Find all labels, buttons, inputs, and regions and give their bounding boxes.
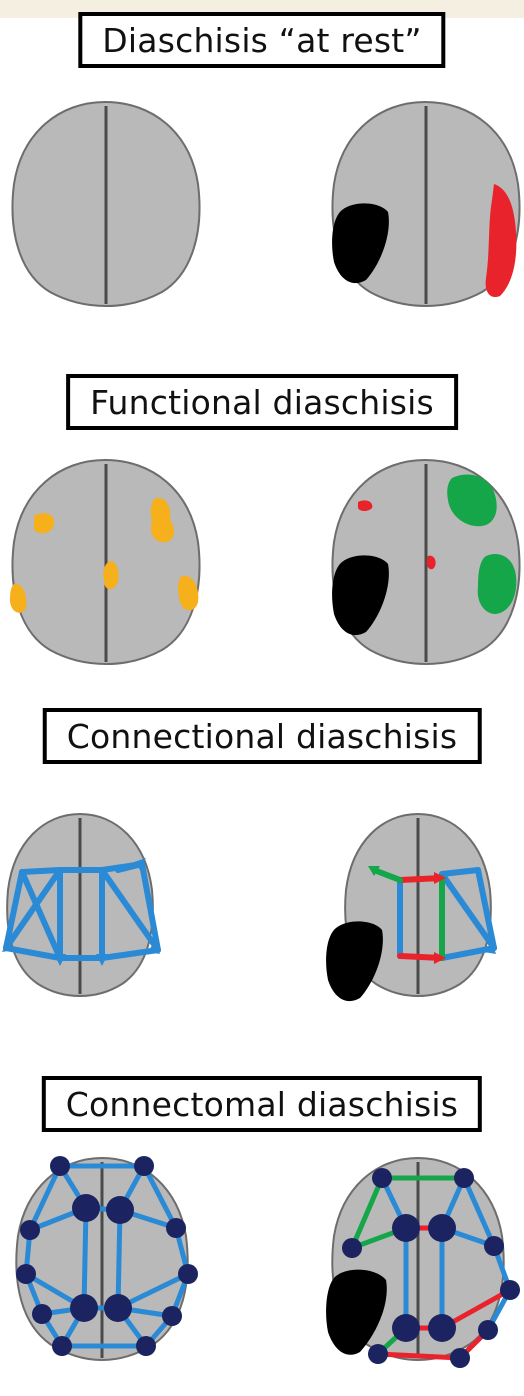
- at-rest-brains: [0, 92, 524, 332]
- panel-at-rest: Diaschisis “at rest”: [0, 0, 524, 340]
- functional-brains: [0, 454, 524, 694]
- brain-icon: [7, 814, 153, 996]
- panel-connectional: Connectional diaschisis: [0, 704, 524, 1044]
- brain-icon: [13, 460, 200, 664]
- connectomal-brains: [0, 1152, 524, 1392]
- panel-title: Connectional diaschisis: [43, 708, 482, 764]
- panel-title: Diaschisis “at rest”: [78, 12, 445, 68]
- panel-functional: Functional diaschisis: [0, 362, 524, 702]
- panel-connectomal: Connectomal diaschisis: [0, 1056, 524, 1396]
- brain-icon: [13, 102, 200, 306]
- lesion-icon: [326, 921, 383, 1001]
- connectional-brains: [0, 808, 524, 1048]
- panel-title: Connectomal diaschisis: [42, 1076, 482, 1132]
- panel-title: Functional diaschisis: [66, 374, 458, 430]
